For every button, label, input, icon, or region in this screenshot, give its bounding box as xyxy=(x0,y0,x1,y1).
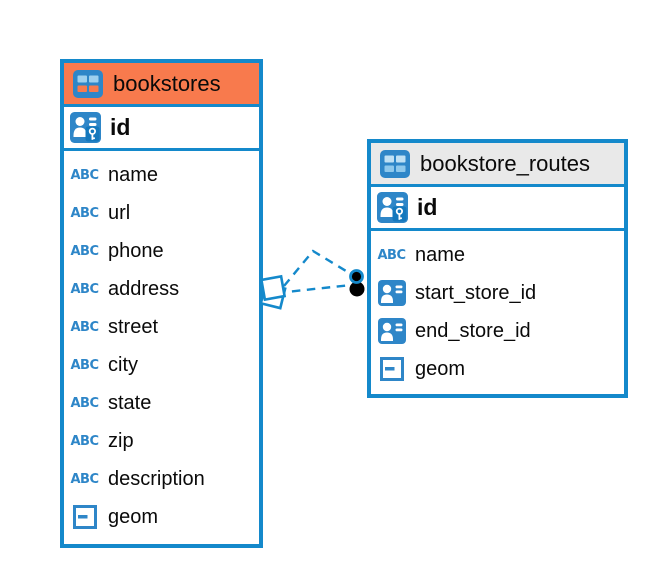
column-label: address xyxy=(108,277,180,300)
column-row[interactable]: ABC name xyxy=(64,156,259,194)
text-type-icon: ABC xyxy=(70,471,99,487)
text-type-icon: ABC xyxy=(70,319,99,335)
column-label: geom xyxy=(415,357,466,380)
column-label: end_store_id xyxy=(415,319,531,342)
column-row[interactable]: geom xyxy=(371,350,624,388)
column-row[interactable]: start_store_id xyxy=(371,274,624,312)
table-title: bookstores xyxy=(113,70,221,96)
table-node-bookstore-routes[interactable]: bookstore_routes id ABC xyxy=(367,139,628,398)
table-columns: ABC name ABC url ABC phone ABC address A… xyxy=(64,151,259,536)
primary-key-label: id xyxy=(110,114,131,140)
column-label: name xyxy=(415,243,466,266)
geometry-type-icon xyxy=(376,357,407,381)
column-row[interactable]: ABC street xyxy=(64,308,259,346)
relationship-source-marker[interactable] xyxy=(259,274,287,310)
primary-key-label: id xyxy=(417,194,438,220)
column-row[interactable]: ABC address xyxy=(64,270,259,308)
column-label: name xyxy=(108,163,159,186)
relationship-line-lower[interactable] xyxy=(276,283,352,295)
column-row[interactable]: ABC name xyxy=(371,236,624,274)
geometry-type-icon xyxy=(69,505,100,529)
reference-id-icon xyxy=(376,318,407,344)
primary-key-icon xyxy=(70,112,101,143)
table-icon xyxy=(379,149,410,178)
column-label: state xyxy=(108,391,152,414)
text-type-icon: ABC xyxy=(70,357,99,373)
column-row-pk[interactable]: id xyxy=(371,187,624,231)
column-row[interactable]: ABC description xyxy=(64,460,259,498)
table-node-bookstores[interactable]: bookstores id ABC xyxy=(60,59,263,548)
column-row[interactable]: geom xyxy=(64,498,259,536)
text-type-icon: ABC xyxy=(70,205,99,221)
relationship-target-marker[interactable] xyxy=(349,269,365,297)
column-row[interactable]: end_store_id xyxy=(371,312,624,350)
table-header-bookstores[interactable]: bookstores xyxy=(64,63,259,107)
column-row-pk[interactable]: id xyxy=(64,107,259,151)
column-label: geom xyxy=(108,505,159,528)
column-label: description xyxy=(108,467,205,490)
text-type-icon: ABC xyxy=(377,247,406,263)
table-icon xyxy=(72,69,103,98)
relationship-line-upper[interactable] xyxy=(283,249,352,287)
text-type-icon: ABC xyxy=(70,433,99,449)
table-title: bookstore_routes xyxy=(420,150,590,176)
column-label: zip xyxy=(108,429,134,452)
column-label: url xyxy=(108,201,131,224)
primary-key-icon xyxy=(377,192,408,223)
column-row[interactable]: ABC state xyxy=(64,384,259,422)
column-label: start_store_id xyxy=(415,281,537,304)
table-header-bookstore-routes[interactable]: bookstore_routes xyxy=(371,143,624,187)
text-type-icon: ABC xyxy=(70,395,99,411)
column-row[interactable]: ABC url xyxy=(64,194,259,232)
column-row[interactable]: ABC zip xyxy=(64,422,259,460)
column-label: city xyxy=(108,353,138,376)
text-type-icon: ABC xyxy=(70,167,99,183)
reference-id-icon xyxy=(376,280,407,306)
table-columns: ABC name start_store_id xyxy=(371,231,624,388)
column-row[interactable]: ABC phone xyxy=(64,232,259,270)
column-label: street xyxy=(108,315,159,338)
text-type-icon: ABC xyxy=(70,243,99,259)
column-row[interactable]: ABC city xyxy=(64,346,259,384)
text-type-icon: ABC xyxy=(70,281,99,297)
column-label: phone xyxy=(108,239,164,262)
